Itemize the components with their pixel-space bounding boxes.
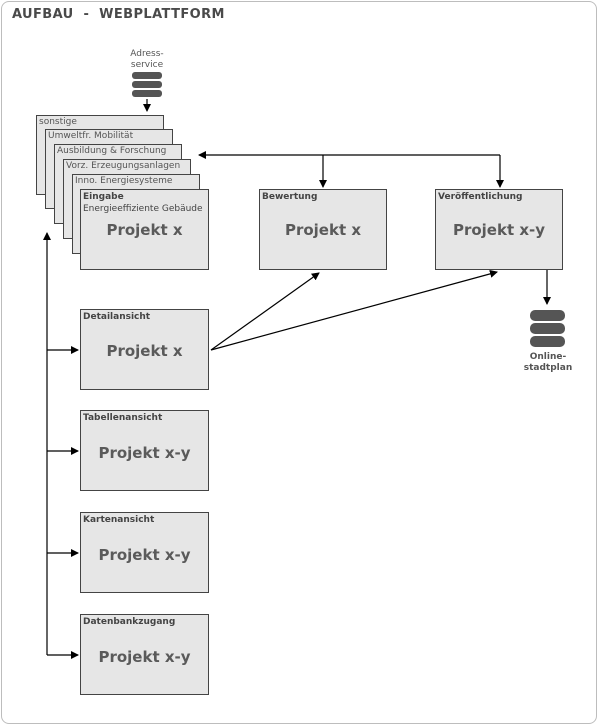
stack-layer-label: sonstige	[39, 117, 77, 127]
detailansicht-project: Projekt x	[106, 342, 183, 360]
veroeffentlichung-project: Projekt x-y	[452, 221, 546, 239]
arrow-detail-to-veroeffentlichung	[210, 269, 498, 351]
eingabe-project: Projekt x	[106, 221, 183, 239]
stack-layer-label: Vorz. Erzeugungsanlagen	[66, 161, 181, 171]
kartenansicht-project: Projekt x-y	[98, 546, 191, 564]
database-icon	[132, 72, 162, 97]
stack-layer-label: Inno. Energiesysteme	[75, 176, 173, 186]
eingabe-subheading: Energieeffiziente Gebäude	[83, 204, 203, 214]
datenbankzugang-box[interactable]: Datenbankzugang Projekt x-y	[80, 614, 209, 695]
bewertung-project: Projekt x	[284, 221, 362, 239]
kartenansicht-heading: Kartenansicht	[83, 515, 155, 525]
diagram-title: AUFBAU - WEBPLATTFORM	[12, 7, 225, 22]
tabellenansicht-heading: Tabellenansicht	[83, 413, 163, 423]
detailansicht-box[interactable]: Detailansicht Projekt x	[80, 309, 209, 390]
eingabe-heading: Eingabe	[83, 192, 124, 202]
adress-service-label: Adress- service	[130, 49, 164, 70]
veroeffentlichung-heading: Veröffentlichung	[438, 192, 523, 202]
database-icon	[530, 310, 565, 347]
kartenansicht-box[interactable]: Kartenansicht Projekt x-y	[80, 512, 209, 593]
tabellenansicht-project: Projekt x-y	[98, 444, 191, 462]
datenbankzugang-project: Projekt x-y	[98, 648, 191, 666]
stack-layer-label: Ausbildung & Forschung	[57, 146, 167, 156]
bewertung-box[interactable]: Bewertung Projekt x	[259, 189, 387, 270]
datenbankzugang-heading: Datenbankzugang	[83, 617, 176, 627]
eingabe-box[interactable]: Eingabe Energieeffiziente Gebäude Projek…	[80, 189, 209, 270]
detailansicht-heading: Detailansicht	[83, 312, 151, 322]
tabellenansicht-box[interactable]: Tabellenansicht Projekt x-y	[80, 410, 209, 491]
bewertung-heading: Bewertung	[262, 192, 318, 202]
veroeffentlichung-box[interactable]: Veröffentlichung Projekt x-y	[435, 189, 563, 270]
online-stadtplan-label: Online- stadtplan	[523, 352, 573, 373]
stack-layer-label: Umweltfr. Mobilität	[48, 131, 134, 141]
arrow-detail-to-bewertung	[210, 272, 320, 351]
